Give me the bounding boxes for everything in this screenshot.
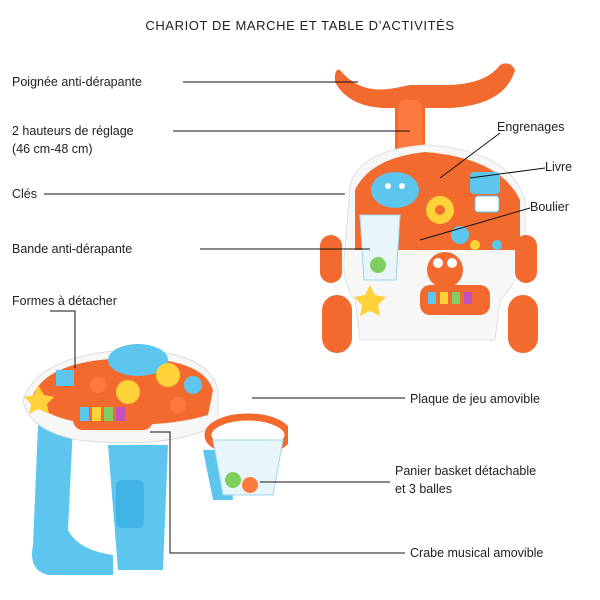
walker-illustration: [320, 63, 538, 353]
label-crab: Crabe musical amovible: [410, 546, 544, 560]
page-title: CHARIOT DE MARCHE ET TABLE D’ACTIVITÉS: [145, 18, 455, 33]
label-keys: Clés: [12, 187, 38, 201]
label-basket-line1: Panier basket détachable: [395, 464, 537, 478]
label-gears: Engrenages: [497, 120, 565, 134]
label-play-plate: Plaque de jeu amovible: [410, 392, 540, 406]
label-strip: Bande anti-dérapante: [12, 242, 133, 256]
label-height-line1: 2 hauteurs de réglage: [12, 124, 134, 138]
label-basket-line2: et 3 balles: [395, 482, 452, 496]
label-height-line2: (46 cm-48 cm): [12, 142, 93, 156]
label-shapes: Formes à détacher: [12, 294, 117, 308]
label-book: Livre: [545, 160, 573, 174]
label-abacus: Boulier: [530, 200, 569, 214]
label-handle: Poignée anti-dérapante: [12, 75, 142, 89]
activity-table-illustration: [22, 344, 288, 575]
